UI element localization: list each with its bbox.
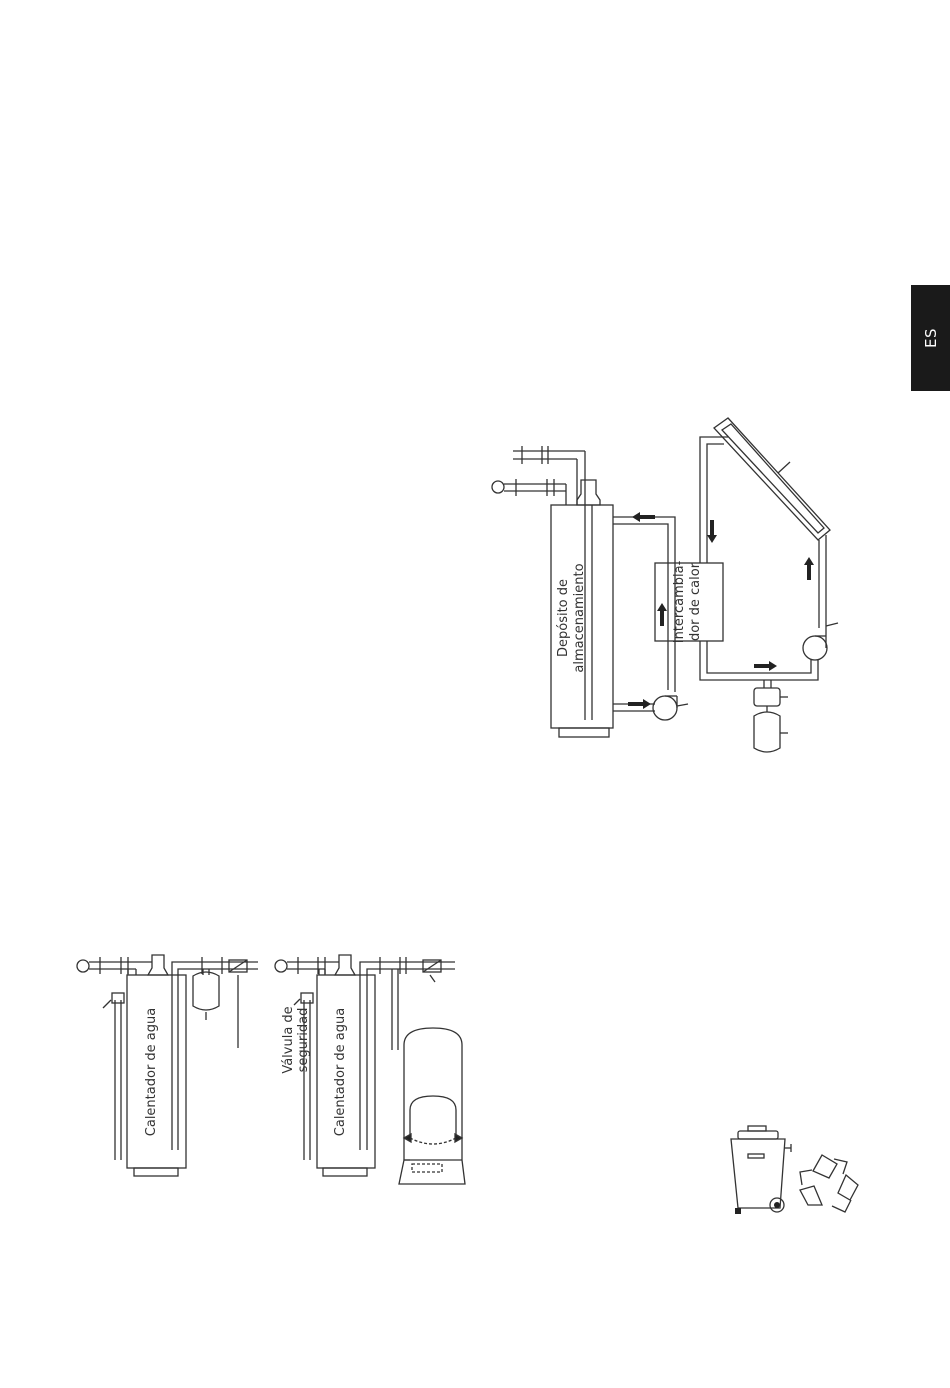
flow-arrow-icon (657, 603, 667, 626)
heater-top-fitting (148, 955, 168, 975)
wheelie-bin-icon (731, 1126, 791, 1214)
expansion-vessel-icon (193, 972, 219, 1010)
flow-arrow-icon (628, 699, 651, 709)
primary-loop-left-outer (700, 437, 728, 563)
heater-right-label: Calentador de agua (333, 1008, 348, 1136)
primary-loop-bottom-outer (700, 641, 818, 680)
recycle-icon (800, 1155, 858, 1212)
exchanger-label-line2: dor de calor (688, 562, 703, 641)
heater-diagram-left: Calentador de agua (77, 955, 258, 1176)
flow-arrow-icon (707, 520, 717, 543)
tank-label-line2: almacenamiento (572, 563, 587, 672)
valve-label-line2: seguridad (296, 1008, 311, 1073)
safety-valve (112, 993, 124, 1003)
primary-loop-left-inner (707, 444, 724, 563)
collector-pointer (778, 462, 790, 473)
inlet-tap (77, 960, 89, 972)
exchanger-label-line1: Intercambia- (672, 560, 687, 643)
tank-base (559, 728, 609, 737)
water-heater-base (323, 1168, 367, 1176)
safety-valve-pointer (103, 1000, 111, 1008)
expansion-vessel-icon (399, 1028, 465, 1184)
safety-valve (301, 993, 313, 1003)
flow-arrow-icon (754, 661, 777, 671)
pump-icon (803, 623, 838, 660)
valve-label-line1: Válvula de (281, 1006, 296, 1073)
flow-arrow-icon (804, 557, 814, 580)
hot-water-outlet-pipe (513, 446, 585, 505)
pump-icon (653, 696, 688, 720)
primary-loop-bottom-inner (707, 641, 811, 673)
heater-top-fitting (335, 955, 355, 975)
heater-left-label: Calentador de agua (144, 1008, 159, 1136)
cold-water-inlet-pipe (492, 479, 566, 505)
tank-top-fitting (577, 480, 600, 505)
tank-label-line1: Depósito de (556, 579, 571, 657)
heater-diagram-right: Válvula de seguridad Calentador de agua (275, 955, 465, 1184)
water-heater-base (134, 1168, 178, 1176)
solar-diagram: Depósito de almacenamiento Intercambia- … (492, 418, 838, 752)
secondary-loop-upper (613, 517, 675, 692)
solar-collector-icon (714, 418, 830, 540)
expansion-vessel-icon (754, 680, 788, 752)
inlet-tap (275, 960, 287, 972)
flow-arrow-icon (632, 512, 655, 522)
